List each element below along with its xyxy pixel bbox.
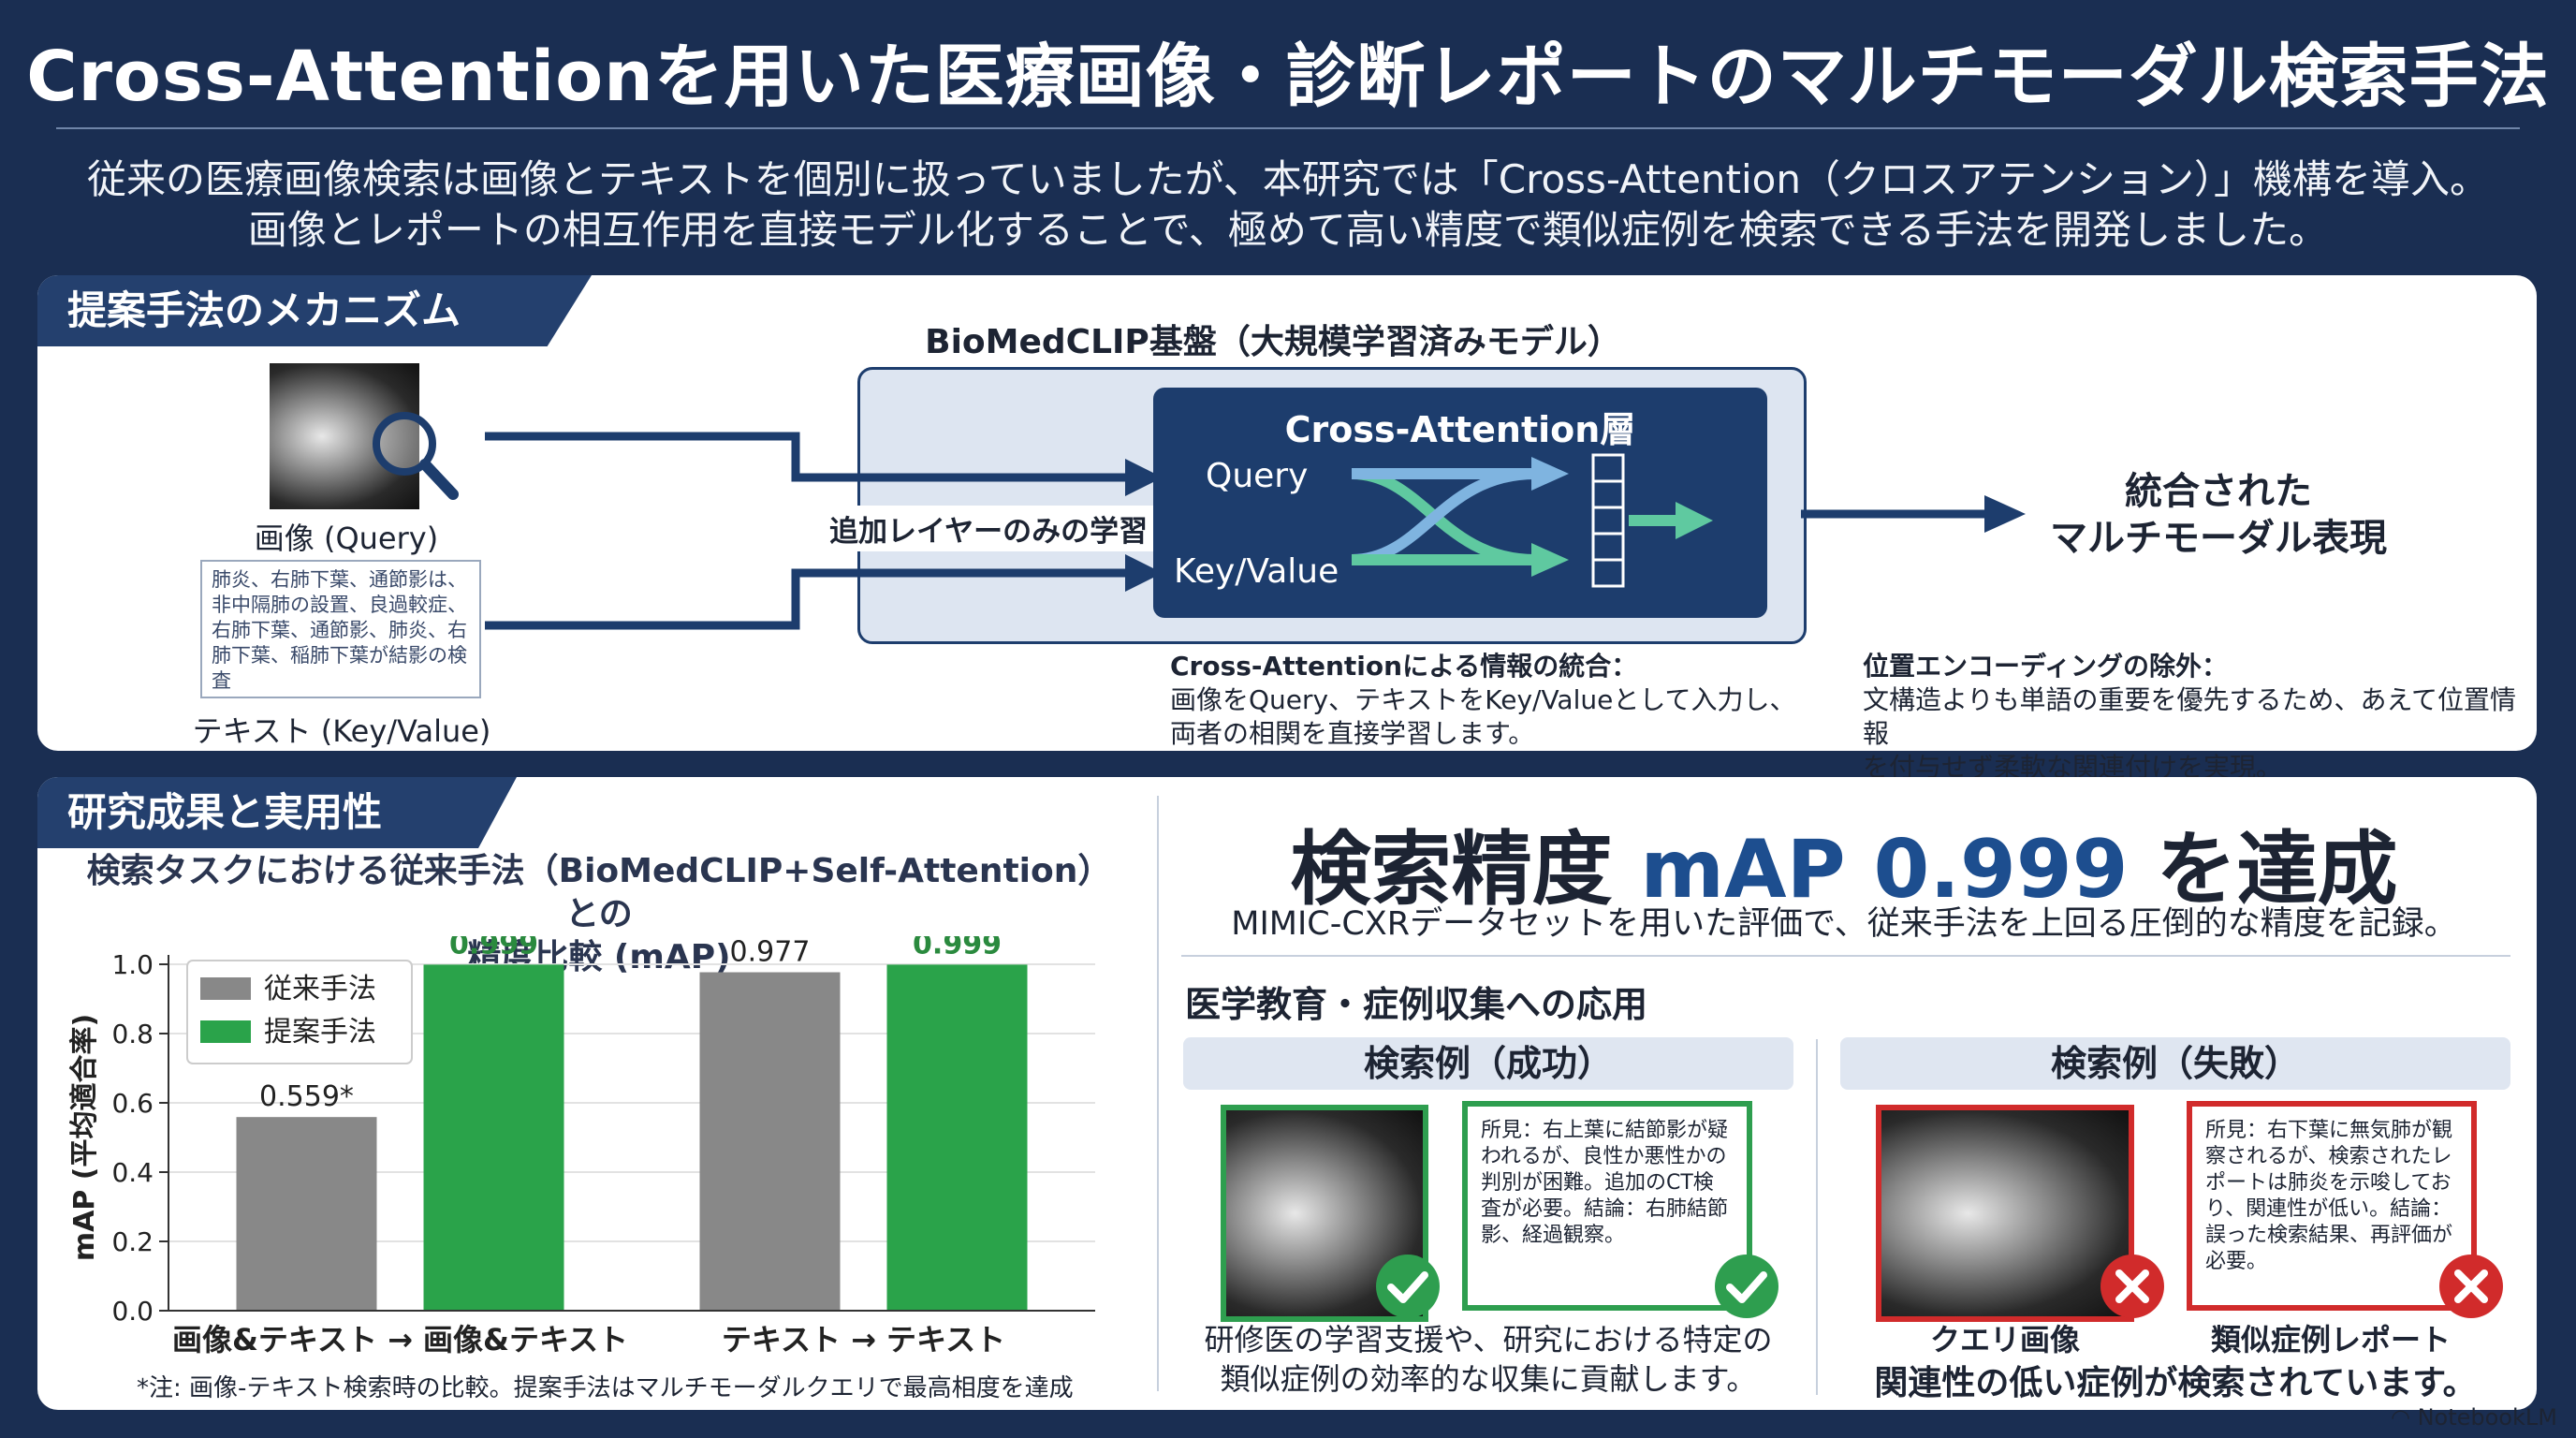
note1-line-2: 両者の相関を直接学習します。: [1170, 718, 1535, 749]
cross-attention-layer-title: Cross-Attention層: [1284, 409, 1636, 450]
output-line-2: マルチモーダル表現: [2050, 517, 2387, 560]
keyvalue-label: Key/Value: [1174, 552, 1339, 591]
legend-label: 提案手法: [264, 1016, 376, 1049]
bar: [423, 964, 564, 1311]
headline-rule: [1181, 955, 2510, 957]
x-category-label: 画像&テキスト → 画像&テキスト: [172, 1322, 628, 1357]
success-case-heading: 検索例（成功）: [1183, 1037, 1793, 1090]
cases-divider: [1816, 1039, 1818, 1395]
note2-line-1: 文構造よりも単語の重要を優先するため、あえて位置情報: [1863, 684, 2517, 749]
output-representation: 統合された マルチモーダル表現: [2031, 468, 2406, 562]
y-tick-label: 0.4: [111, 1157, 154, 1188]
headline-map-value: mAP 0.999: [1640, 823, 2129, 917]
bar-value-label: 0.999: [449, 936, 538, 961]
bar-value-label: 0.977: [730, 936, 811, 969]
chart-title-line-1: 検索タスクにおける従来手法（BioMedCLIP+Self-Attention）…: [86, 852, 1112, 933]
output-arrow: [1801, 495, 2026, 533]
results-divider: [1157, 796, 1159, 1391]
success-caption: 研修医の学習支援や、研究における特定の 類似症例の効率的な収集に貢献します。: [1183, 1320, 1793, 1399]
mechanism-section-title: 提案手法のメカニズム: [37, 275, 592, 346]
similar-report-label: 類似症例レポート: [2210, 1322, 2451, 1357]
fail-caption: 関連性の低い症例が検索されています。: [1874, 1364, 2477, 1402]
map-comparison-chart: 0.559* 0.999 0.977 0.999 0.0 0.2 0.4 0.6 0.8 1.0…: [68, 936, 1095, 1357]
intro-line-2: 画像とレポートの相互作用を直接モデル化することで、極めて高い精度で類似症例を検索…: [247, 207, 2329, 253]
legend-label: 従来手法: [264, 973, 376, 1005]
magnifier-icon: [373, 412, 459, 500]
brand-name: NotebookLM: [2417, 1404, 2557, 1431]
success-report-card: 所見：右上葉に結節影が疑われるが、良性か悪性かの判別が困難。追加のCT検査が必要…: [1462, 1101, 1752, 1311]
bar: [699, 972, 841, 1311]
application-title: 医学教育・症例収集への応用: [1185, 984, 1648, 1025]
headline-pre: 検索精度: [1290, 823, 1641, 917]
success-check-icon: [1376, 1255, 1440, 1318]
headline-subline: MIMIC-CXRデータセットを用いた評価で、従来手法を上回る圧倒的な精度を記録…: [1231, 905, 2457, 943]
success-caption-line-2: 類似症例の効率的な収集に貢献します。: [1220, 1361, 1757, 1397]
fail-query-xray: [1876, 1105, 2134, 1322]
y-tick-label: 1.0: [111, 949, 154, 980]
text-keyvalue-label: テキスト (Key/Value): [192, 713, 491, 749]
fail-cross-icon: [2100, 1255, 2164, 1318]
input-arrows: [485, 432, 1163, 630]
report-text-box: 肺炎、右肺下葉、通節影は、非中隔肺の設置、良過較症、右肺下葉、通節影、肺炎、右肺…: [200, 560, 481, 698]
y-tick-label: 0.0: [111, 1296, 154, 1327]
bar-value-label: 0.559*: [259, 1080, 354, 1113]
results-section-title: 研究成果と実用性: [37, 777, 517, 848]
legend-swatch: [200, 977, 251, 1000]
query-image-label: クエリ画像: [1929, 1322, 2080, 1357]
y-tick-label: 0.2: [111, 1226, 154, 1257]
y-tick-label: 0.8: [111, 1019, 154, 1049]
bar: [886, 964, 1028, 1311]
legend-swatch: [200, 1020, 251, 1043]
intro-line-1: 従来の医療画像検索は画像とテキストを個別に扱っていましたが、本研究では「Cros…: [86, 156, 2489, 202]
note1-line-1: 画像をQuery、テキストをKey/Valueとして入力し、: [1170, 684, 1796, 715]
success-caption-line-1: 研修医の学習支援や、研究における特定の: [1204, 1322, 1773, 1357]
y-tick-label: 0.6: [111, 1088, 154, 1119]
note1-title: Cross-Attentionによる情報の統合：: [1170, 651, 1638, 682]
base-model-title: BioMedCLIP基盤（大規模学習済みモデル）: [925, 323, 1621, 361]
chart-footnote: *注: 画像-テキスト検索時の比較。提案手法はマルチモーダルクエリで最高相度を達…: [137, 1374, 1074, 1402]
notebooklm-logo-icon: ◠: [2391, 1404, 2418, 1431]
title-divider: [56, 127, 2520, 129]
x-category-label: テキスト → テキスト: [722, 1322, 1005, 1357]
attention-flow-diagram: [1351, 453, 1713, 588]
headline-post: を達成: [2128, 823, 2398, 917]
y-axis-label: mAP (平均適合率): [68, 1014, 101, 1261]
fail-report-cross-icon: [2439, 1255, 2503, 1318]
query-label: Query: [1206, 457, 1309, 495]
bar: [236, 1117, 377, 1311]
output-line-1: 統合された: [2125, 470, 2312, 513]
headline: 検索精度 mAP 0.999 を達成: [1170, 803, 2518, 920]
fail-report-card: 所見：右下葉に無気肺が観察されるが、検索されたレポートは肺炎を示唆しており、関連…: [2187, 1101, 2477, 1311]
query-xray-image: [270, 363, 419, 509]
positional-encoding-note: 位置エンコーディングの除外： 文構造よりも単語の重要を優先するため、あえて位置情…: [1863, 650, 2537, 785]
page-title: Cross-Attentionを用いた医療画像・診断レポートのマルチモーダル検索…: [26, 37, 2550, 117]
brand-watermark: ◠ NotebookLM: [2391, 1404, 2557, 1431]
fail-case-heading: 検索例（失敗）: [1840, 1037, 2510, 1090]
note2-title: 位置エンコーディングの除外：: [1863, 651, 2229, 682]
bar-value-label: 0.999: [913, 936, 1002, 961]
cross-attention-note: Cross-Attentionによる情報の統合： 画像をQuery、テキストをK…: [1170, 650, 1844, 751]
train-additional-layer-label: 追加レイヤーのみの学習: [824, 506, 1154, 551]
success-report-check-icon: [1715, 1255, 1778, 1318]
image-query-label: 画像 (Query): [254, 521, 439, 556]
chart-title: 検索タスクにおける従来手法（BioMedCLIP+Self-Attention）…: [75, 850, 1123, 979]
